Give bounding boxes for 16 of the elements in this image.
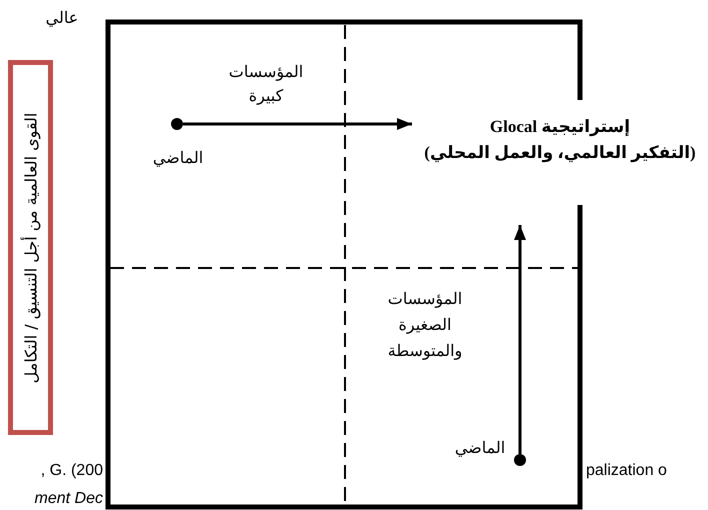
citation-text: palization o	[586, 462, 667, 480]
dot	[514, 454, 526, 466]
level-label: عالي	[44, 7, 80, 29]
arrow	[183, 118, 412, 130]
strategy-title: إستراتيجية Glocal	[488, 116, 632, 138]
point-label: الماضي	[152, 147, 204, 169]
axis-label: القوى العالمية من أجل التنسيق / التكامل	[21, 112, 40, 383]
arrow	[514, 225, 526, 454]
citation-text: ment Dec	[34, 490, 103, 508]
label-box	[8, 60, 53, 435]
citation-text: , G. (200	[40, 462, 103, 480]
point-label: الماضي	[454, 437, 506, 459]
group-label: المؤسسات كبيرة	[228, 61, 304, 107]
group-label: المؤسسات الصغيرة والمتوسطة	[386, 288, 464, 362]
strategy-subtitle: (التفكير العالمي، والعمل المحلي)	[423, 142, 697, 164]
dot	[171, 118, 183, 130]
